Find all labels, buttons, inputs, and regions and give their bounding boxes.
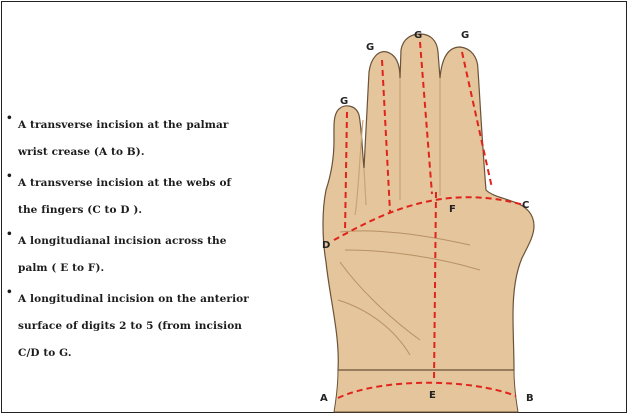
label-f: F xyxy=(449,204,456,215)
forearm-shape xyxy=(334,370,518,412)
label-g-ring: G xyxy=(414,30,422,41)
label-c: C xyxy=(522,200,529,211)
label-g-middle: G xyxy=(366,42,374,53)
label-d: D xyxy=(322,240,330,251)
label-g-little: G xyxy=(461,30,469,41)
label-e: E xyxy=(429,390,436,401)
label-g-index: G xyxy=(340,96,348,107)
label-b: B xyxy=(526,393,534,404)
label-a: A xyxy=(320,393,328,404)
